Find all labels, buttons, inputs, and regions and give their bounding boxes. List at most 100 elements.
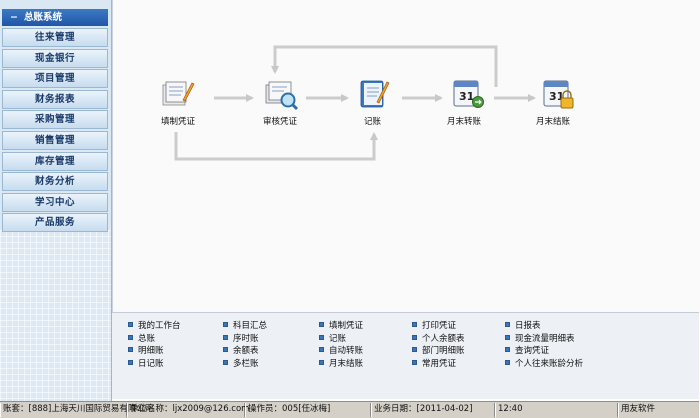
status-business-date: 业务日期：[2011-04-02]	[371, 403, 495, 417]
link-label: 我的工作台	[138, 321, 181, 331]
link-query-voucher[interactable]: 查询凭证	[505, 345, 583, 358]
links-column: 日报表 现金流量明细表 查询凭证 个人往来账龄分析	[505, 320, 583, 370]
nav-item-product-service[interactable]: 产品服务	[2, 213, 108, 233]
link-auto-transfer[interactable]: 自动转账	[319, 345, 363, 358]
workflow-diagram: 填制凭证 审核凭证 记账	[161, 45, 574, 161]
link-label: 科目汇总	[233, 321, 268, 331]
status-company: 单位名称：ljx2009@126.com	[127, 403, 249, 417]
status-bar: 账套：[888]上海天川国际贸易有限公司 单位名称：ljx2009@126.co…	[0, 401, 699, 418]
link-label: 多栏账	[233, 358, 259, 369]
step-label: 记账	[364, 117, 382, 127]
bullet-icon	[505, 359, 510, 365]
link-label: 序时账	[233, 333, 259, 344]
link-label: 填制凭证	[329, 321, 364, 331]
bullet-icon	[505, 334, 510, 340]
link-common-voucher[interactable]: 常用凭证	[412, 358, 465, 371]
link-label: 总账	[138, 333, 156, 344]
link-personal-balance[interactable]: 个人余额表	[412, 333, 465, 346]
bullet-icon	[505, 347, 510, 352]
bullet-icon	[223, 347, 228, 352]
flow-loop-arrow	[174, 132, 378, 161]
nav-item-sales[interactable]: 销售管理	[2, 130, 108, 150]
bullet-icon	[319, 347, 324, 352]
nav-item-learning-center[interactable]: 学习中心	[2, 192, 108, 212]
voucher-pen-icon	[162, 81, 195, 106]
link-chronological-ledger[interactable]: 序时账	[223, 333, 267, 346]
status-vendor: 用友软件	[618, 403, 699, 417]
links-column: 我的工作台 总账 明细账 日记账	[128, 320, 181, 370]
links-column: 科目汇总 序时账 余额表 多栏账	[223, 320, 267, 370]
link-label: 查询凭证	[515, 346, 550, 356]
link-journal[interactable]: 日记账	[128, 358, 181, 371]
link-department-detail[interactable]: 部门明细账	[412, 345, 465, 358]
step-label: 填制凭证	[161, 116, 196, 127]
step-fill-voucher[interactable]: 填制凭证	[161, 81, 196, 127]
step-label: 审核凭证	[263, 116, 298, 127]
link-label: 常用凭证	[422, 358, 457, 369]
link-balance-sheet[interactable]: 余额表	[223, 345, 267, 358]
status-operator: 操作员：005[任冰梅]	[245, 403, 371, 417]
link-daily-report[interactable]: 日报表	[505, 320, 583, 333]
bullet-icon	[223, 322, 228, 327]
link-label: 月末结账	[329, 358, 364, 369]
bullet-icon	[319, 359, 324, 365]
ledger-pen-icon	[360, 80, 390, 108]
link-multi-column-ledger[interactable]: 多栏账	[223, 358, 267, 371]
nav-header-label: 总账系统	[24, 12, 63, 23]
step-posting[interactable]: 记账	[360, 80, 390, 127]
link-account-summary[interactable]: 科目汇总	[223, 320, 267, 333]
link-fill-voucher[interactable]: 填制凭证	[319, 320, 363, 333]
step-label: 月末转账	[447, 116, 482, 127]
link-posting[interactable]: 记账	[319, 333, 363, 346]
quick-links-panel: 我的工作台 总账 明细账 日记账 科目汇总 序时账 余额表 多栏账 填制凭证 记…	[112, 312, 699, 399]
link-month-end-close[interactable]: 月末结账	[319, 358, 363, 371]
nav-item-ar-ap[interactable]: 往来管理	[2, 28, 108, 47]
link-label: 打印凭证	[422, 321, 457, 331]
nav-item-financial-reports[interactable]: 财务报表	[2, 89, 108, 109]
links-column: 填制凭证 记账 自动转账 月末结账	[319, 320, 363, 370]
workflow-panel: 填制凭证 审核凭证 记账	[112, 0, 700, 312]
link-label: 个人往来账龄分析	[515, 358, 584, 369]
link-label: 余额表	[233, 346, 259, 356]
bullet-icon	[412, 334, 417, 340]
link-cash-flow-detail[interactable]: 现金流量明细表	[505, 333, 583, 346]
status-account: 账套：[888]上海天川国际贸易有限公司	[0, 403, 153, 417]
bullet-icon	[505, 322, 510, 327]
link-general-ledger[interactable]: 总账	[128, 333, 181, 346]
step-month-end-transfer[interactable]: 31 月末转账	[447, 80, 484, 127]
collapse-icon[interactable]: −	[10, 12, 18, 23]
svg-text:31: 31	[549, 90, 564, 103]
nav-item-purchasing[interactable]: 采购管理	[2, 110, 108, 130]
bullet-icon	[412, 359, 417, 365]
link-label: 记账	[329, 333, 347, 344]
bullet-icon	[128, 334, 133, 340]
link-label: 部门明细账	[422, 346, 465, 356]
bullet-icon	[223, 334, 228, 340]
step-label: 月末结账	[536, 116, 571, 127]
bullet-icon	[128, 347, 133, 352]
calendar-31-icon: 31	[453, 80, 484, 108]
sidebar: −总账系统 往来管理 现金银行 项目管理 财务报表 采购管理 销售管理 库存管理…	[0, 0, 112, 402]
step-audit-voucher[interactable]: 审核凭证	[263, 81, 299, 127]
calendar-lock-icon: 31	[543, 80, 574, 109]
link-print-voucher[interactable]: 打印凭证	[412, 320, 465, 333]
link-label: 个人余额表	[422, 333, 465, 344]
nav-list: 往来管理 现金银行 项目管理 财务报表 采购管理 销售管理 库存管理 财务分析 …	[2, 28, 108, 234]
nav-header-general-ledger[interactable]: −总账系统	[2, 9, 108, 26]
bullet-icon	[412, 347, 417, 352]
link-my-workbench[interactable]: 我的工作台	[128, 320, 181, 333]
step-month-end-close[interactable]: 31 月末结账	[536, 80, 574, 127]
nav-item-financial-analysis[interactable]: 财务分析	[2, 172, 108, 192]
bullet-icon	[319, 322, 324, 327]
link-label: 明细账	[138, 346, 164, 356]
link-detail-ledger[interactable]: 明细账	[128, 345, 181, 358]
nav-item-inventory[interactable]: 库存管理	[2, 151, 108, 171]
nav-item-cash-bank[interactable]: 现金银行	[2, 48, 108, 68]
bullet-icon	[412, 322, 417, 327]
status-time: 12:40	[495, 403, 618, 417]
sidebar-pattern	[0, 230, 111, 402]
link-personal-aging-analysis[interactable]: 个人往来账龄分析	[505, 358, 583, 371]
nav-item-projects[interactable]: 项目管理	[2, 69, 108, 89]
links-column: 打印凭证 个人余额表 部门明细账 常用凭证	[412, 320, 465, 370]
flow-loop-arrow	[271, 45, 498, 87]
